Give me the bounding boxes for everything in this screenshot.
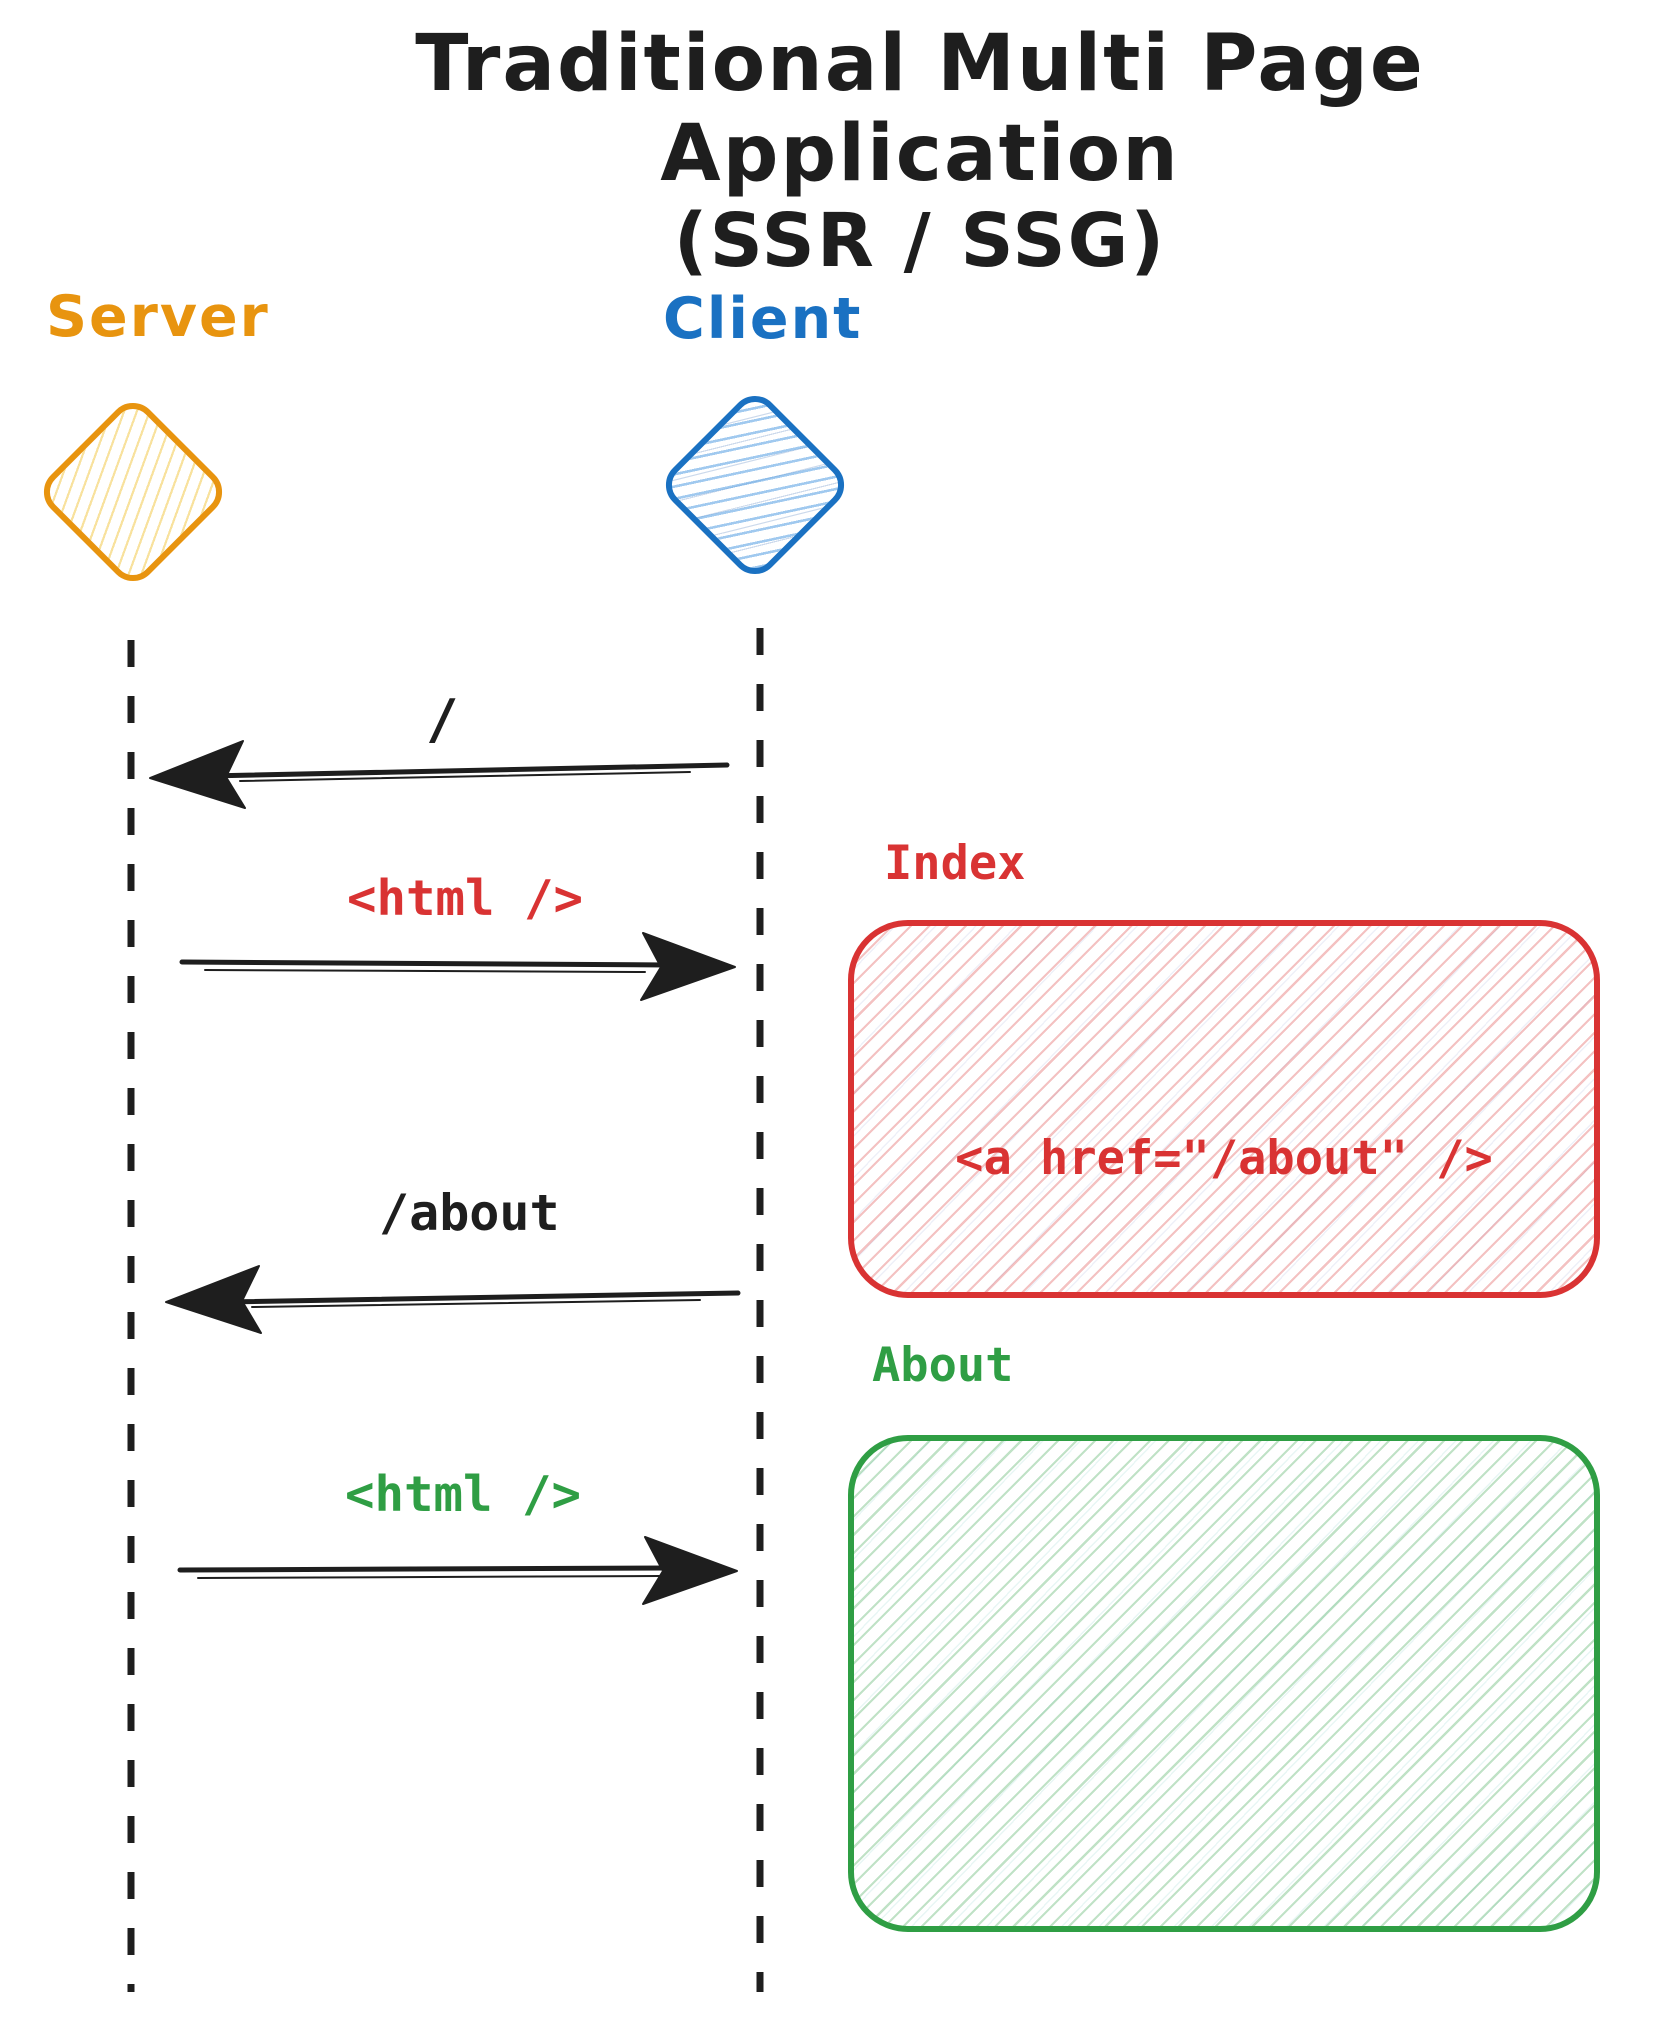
page-title-line2: (SSR / SSG) [673,198,1167,285]
page-title: Traditional Multi Page Application (SSR … [170,19,1669,285]
message-arrow-request-about [165,1265,741,1334]
message-label-root: / [426,688,459,751]
page-card-index-content: <a href="/about" /> [955,1131,1493,1186]
message-arrow-request-root [149,740,730,809]
page-title-line1: Traditional Multi Page Application [415,19,1425,199]
message-arrow-html-about [177,1536,738,1605]
actor-label-client: Client [663,286,863,352]
actor-label-server: Server [46,284,270,350]
message-label-html-index: <html /> [347,870,584,927]
page-card-index: <a href="/about" /> [848,920,1600,1298]
message-label-html-about: <html /> [345,1466,582,1523]
page-label-about: About [872,1338,1014,1393]
page-card-about [848,1435,1600,1932]
message-arrow-html-index [179,932,736,1001]
message-label-about: /about [379,1184,560,1242]
page-label-index: Index [884,836,1026,891]
